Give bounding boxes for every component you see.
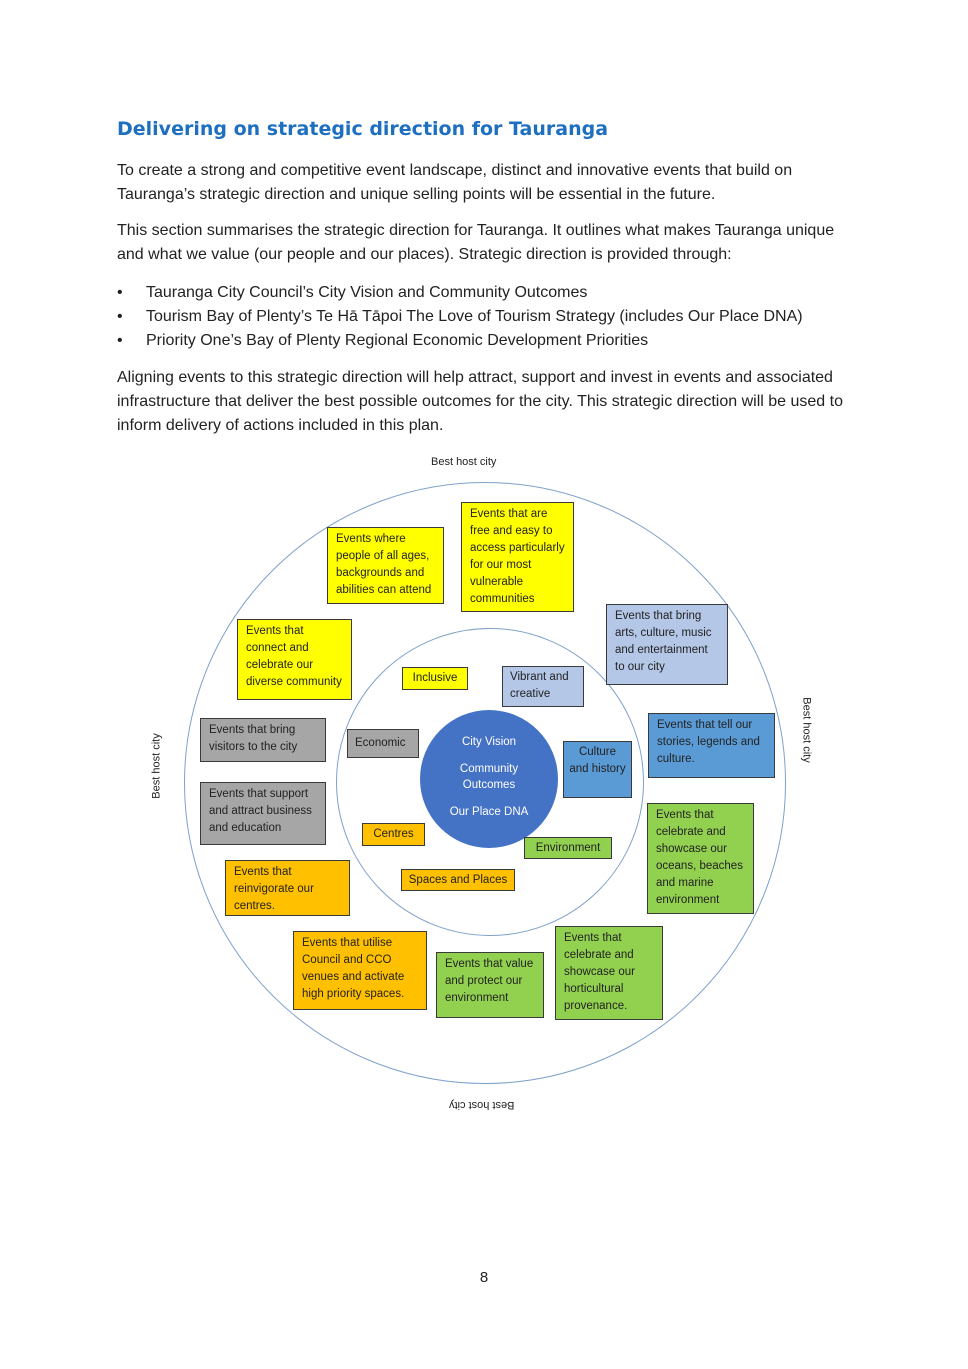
ring-label-left: Best host city [150,733,163,799]
page-title: Delivering on strategic direction for Ta… [117,118,609,140]
strategy-source-list: Tauranga City Council’s City Vision and … [117,281,803,353]
spaces-places-label: Spaces and Places [401,869,515,891]
aligning-paragraph: Aligning events to this strategic direct… [117,369,843,434]
economic-label: Economic [347,729,419,758]
list-item: Tauranga City Council’s City Vision and … [117,281,803,305]
intro-paragraph: To create a strong and competitive event… [117,162,793,203]
visitors-box: Events that bring visitors to the city [200,718,326,762]
all-ages-box: Events where people of all ages, backgro… [327,527,444,604]
inclusive-label: Inclusive [402,667,468,690]
ring-label-top: Best host city [431,456,497,468]
horticultural-box: Events that celebrate and showcase our h… [555,926,663,1020]
page-number: 8 [479,1269,489,1286]
connect-community-box: Events that connect and celebrate our di… [237,619,352,700]
environment-label: Environment [524,837,612,859]
hub-line: City Vision [461,736,517,748]
hub-line: Community [459,763,519,775]
protect-environment-box: Events that value and protect our enviro… [436,952,544,1018]
ring-label-bottom: Best host city [449,1099,515,1111]
summary-paragraph: This section summarises the strategic di… [117,222,835,263]
ring-label-right: Best host city [800,697,813,763]
arts-culture-box: Events that bring arts, culture, music a… [606,604,728,685]
oceans-beaches-box: Events that celebrate and showcase our o… [647,803,754,914]
list-item: Priority One’s Bay of Plenty Regional Ec… [117,329,803,353]
hub-line: Outcomes [462,779,516,791]
hub-line: Our Place DNA [449,806,529,818]
venues-box: Events that utilise Council and CCO venu… [293,931,427,1010]
free-access-box: Events that are free and easy to access … [461,502,574,612]
reinvigorate-centres-box: Events that reinvigorate our centres. [225,860,350,916]
stories-legends-box: Events that tell our stories, legends an… [648,713,775,778]
culture-history-label: Culture and history [563,741,632,798]
centres-label: Centres [362,823,425,846]
business-education-box: Events that support and attract business… [200,782,326,845]
vibrant-creative-label: Vibrant and creative [502,666,584,707]
city-vision-hub: City Vision Community Outcomes Our Place… [420,710,558,848]
list-item: Tourism Bay of Plenty’s Te Hā Tāpoi The … [117,305,803,329]
